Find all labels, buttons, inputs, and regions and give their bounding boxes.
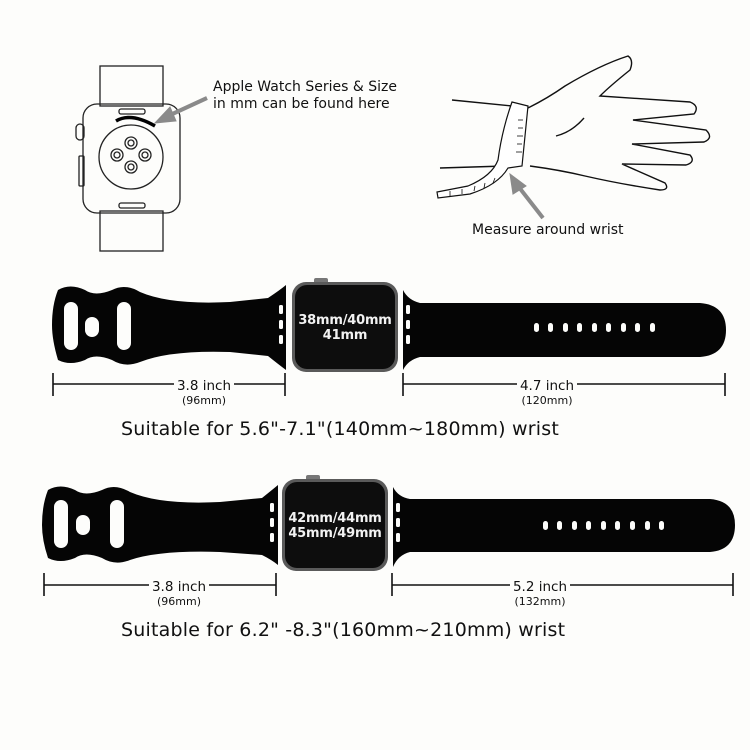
- band-large-watch-size: 42mm/44mm 45mm/49mm: [285, 511, 385, 541]
- band-large-left-dimension: 3.8 inch (96mm): [129, 576, 229, 608]
- callout-line-2: in mm can be found here: [213, 96, 390, 112]
- band-large-suitable-text: Suitable for 6.2" -8.3"(160mm~210mm) wri…: [121, 619, 566, 641]
- left-length-inch: 3.8 inch: [173, 378, 235, 394]
- left-length-inch: 3.8 inch: [148, 579, 210, 595]
- callout-line-1: Apple Watch Series & Size: [213, 79, 397, 95]
- right-length-inch: 5.2 inch: [509, 579, 571, 595]
- right-length-mm: (132mm): [514, 595, 566, 608]
- watch-size-line-2: 45mm/49mm: [288, 526, 382, 541]
- right-length-mm: (120mm): [521, 394, 573, 407]
- band-large-right-dimension: 5.2 inch (132mm): [490, 576, 590, 608]
- left-length-mm: (96mm): [156, 595, 201, 608]
- left-length-mm: (96mm): [181, 394, 226, 407]
- watch-info-callout: Apple Watch Series & Size in mm can be f…: [213, 79, 397, 113]
- watch-size-line-1: 42mm/44mm: [288, 511, 382, 526]
- band-small-suitable-text: Suitable for 5.6"-7.1"(140mm~180mm) wris…: [121, 418, 560, 440]
- band-small-right-dimension: 4.7 inch (120mm): [497, 375, 597, 407]
- band-small-left-dimension: 3.8 inch (96mm): [154, 375, 254, 407]
- right-length-inch: 4.7 inch: [516, 378, 578, 394]
- band-small-watch-size: 38mm/40mm 41mm: [295, 313, 395, 343]
- watch-size-line-2: 41mm: [322, 328, 368, 343]
- watch-size-line-1: 38mm/40mm: [298, 313, 392, 328]
- measure-wrist-caption: Measure around wrist: [472, 222, 624, 238]
